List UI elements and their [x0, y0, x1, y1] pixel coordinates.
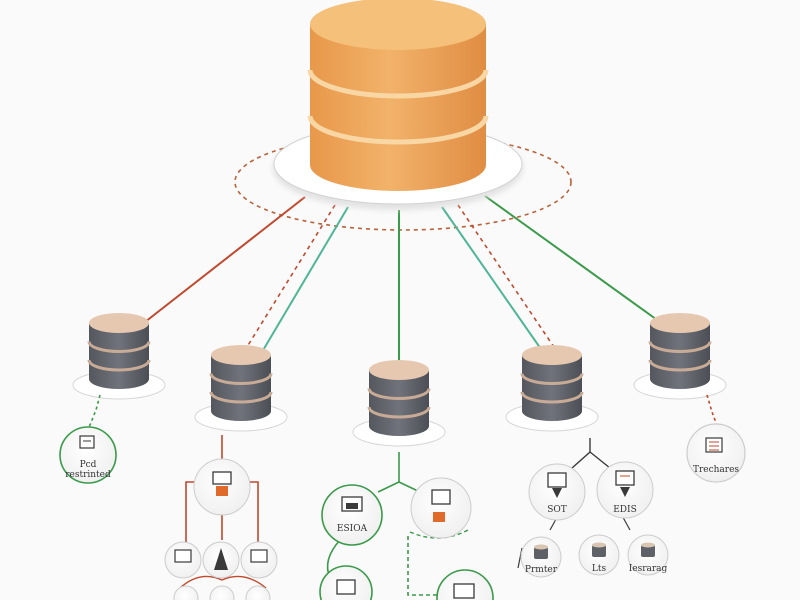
node-3-bubble-right	[410, 477, 472, 539]
node-2-band-1	[209, 373, 273, 385]
node-1-band-1	[87, 341, 151, 353]
link-node-4-dashed	[457, 204, 557, 351]
node-3-band-1	[367, 388, 431, 400]
node-2-body	[211, 355, 271, 421]
link-node-5	[484, 195, 661, 323]
node-4-bubble-right: EDIS	[596, 461, 654, 519]
node-4-left-bubble-label: SOT	[547, 505, 567, 515]
report-icon	[453, 583, 475, 599]
node-4	[505, 345, 599, 432]
folder-icon	[250, 549, 268, 563]
node-3-band-2	[367, 406, 431, 419]
node-2-bubble-left	[164, 541, 202, 579]
node-2	[194, 345, 288, 432]
node-3-bubble-bottom-left	[319, 565, 373, 600]
database-icon	[89, 313, 149, 333]
database-icon	[310, 0, 486, 50]
node-1-bubble-sublabel: restrinted	[65, 470, 111, 480]
node-5-band-1	[648, 341, 712, 353]
database-icon	[650, 313, 710, 333]
printer-icon	[547, 472, 567, 498]
node-3	[352, 360, 446, 447]
database-icon	[534, 544, 548, 559]
node-1-bubble-label: Pcd	[80, 460, 97, 470]
printer-icon	[212, 471, 232, 496]
node-3-bubble-left: ESIOA	[321, 484, 383, 546]
bubbles: Pcd restrinted Trechares	[59, 423, 746, 600]
node-5-body	[650, 323, 710, 389]
node-4-band-1	[520, 373, 584, 385]
connectors	[144, 195, 661, 370]
leaf-bubble-3: Iesrarag	[627, 534, 669, 576]
link-node-4	[441, 206, 544, 353]
leaf-3-label: Iesrarag	[629, 564, 668, 574]
database-icon	[369, 360, 429, 380]
node-1-body	[89, 323, 149, 389]
node-1	[72, 313, 166, 400]
document-icon	[615, 470, 635, 497]
main-halo-ring	[234, 133, 572, 231]
list-icon	[705, 437, 723, 453]
node-4-body	[522, 355, 582, 421]
leaf-bubble-1: Prmter	[520, 536, 562, 578]
node-5	[633, 313, 727, 400]
user-icon	[214, 548, 228, 570]
node-3-bubble-label: ESIOA	[337, 524, 368, 534]
monitor-icon	[336, 579, 356, 595]
node-2-bubble-right	[240, 541, 278, 579]
node-databases	[72, 313, 727, 447]
document-stack-icon	[431, 489, 451, 522]
node-3-bubble-bottom-right	[436, 569, 494, 600]
document-icon	[79, 435, 95, 449]
printer-icon	[341, 496, 363, 512]
leaf-2-label: Lts	[592, 564, 607, 574]
database-icon	[641, 542, 655, 557]
node-1-detail-bubble: Pcd restrinted	[59, 426, 117, 484]
link-node-1	[144, 196, 306, 323]
database-icon	[592, 542, 606, 557]
leaf-bubble-2: Lts	[578, 534, 620, 576]
node-3-body	[369, 370, 429, 436]
node-5-band-2	[648, 359, 712, 372]
node-5-detail-bubble: Trechares	[686, 423, 746, 483]
node-2-band-2	[209, 391, 273, 404]
node-2-bubble-mid	[202, 541, 240, 579]
node-2-bubble-top	[193, 458, 251, 516]
node-4-bubble-left: SOT	[528, 463, 586, 521]
link-node-2-dashed	[241, 204, 336, 356]
database-icon	[522, 345, 582, 365]
server-icon	[174, 549, 192, 563]
leaf-1-label: Prmter	[525, 565, 558, 575]
node-4-band-2	[520, 391, 584, 404]
node-1-band-2	[87, 359, 151, 372]
node-4-right-bubble-label: EDIS	[613, 505, 637, 515]
database-icon	[211, 345, 271, 365]
node-5-bubble-label: Trechares	[693, 465, 739, 475]
main-database	[273, 0, 523, 210]
link-node-2	[261, 206, 349, 353]
